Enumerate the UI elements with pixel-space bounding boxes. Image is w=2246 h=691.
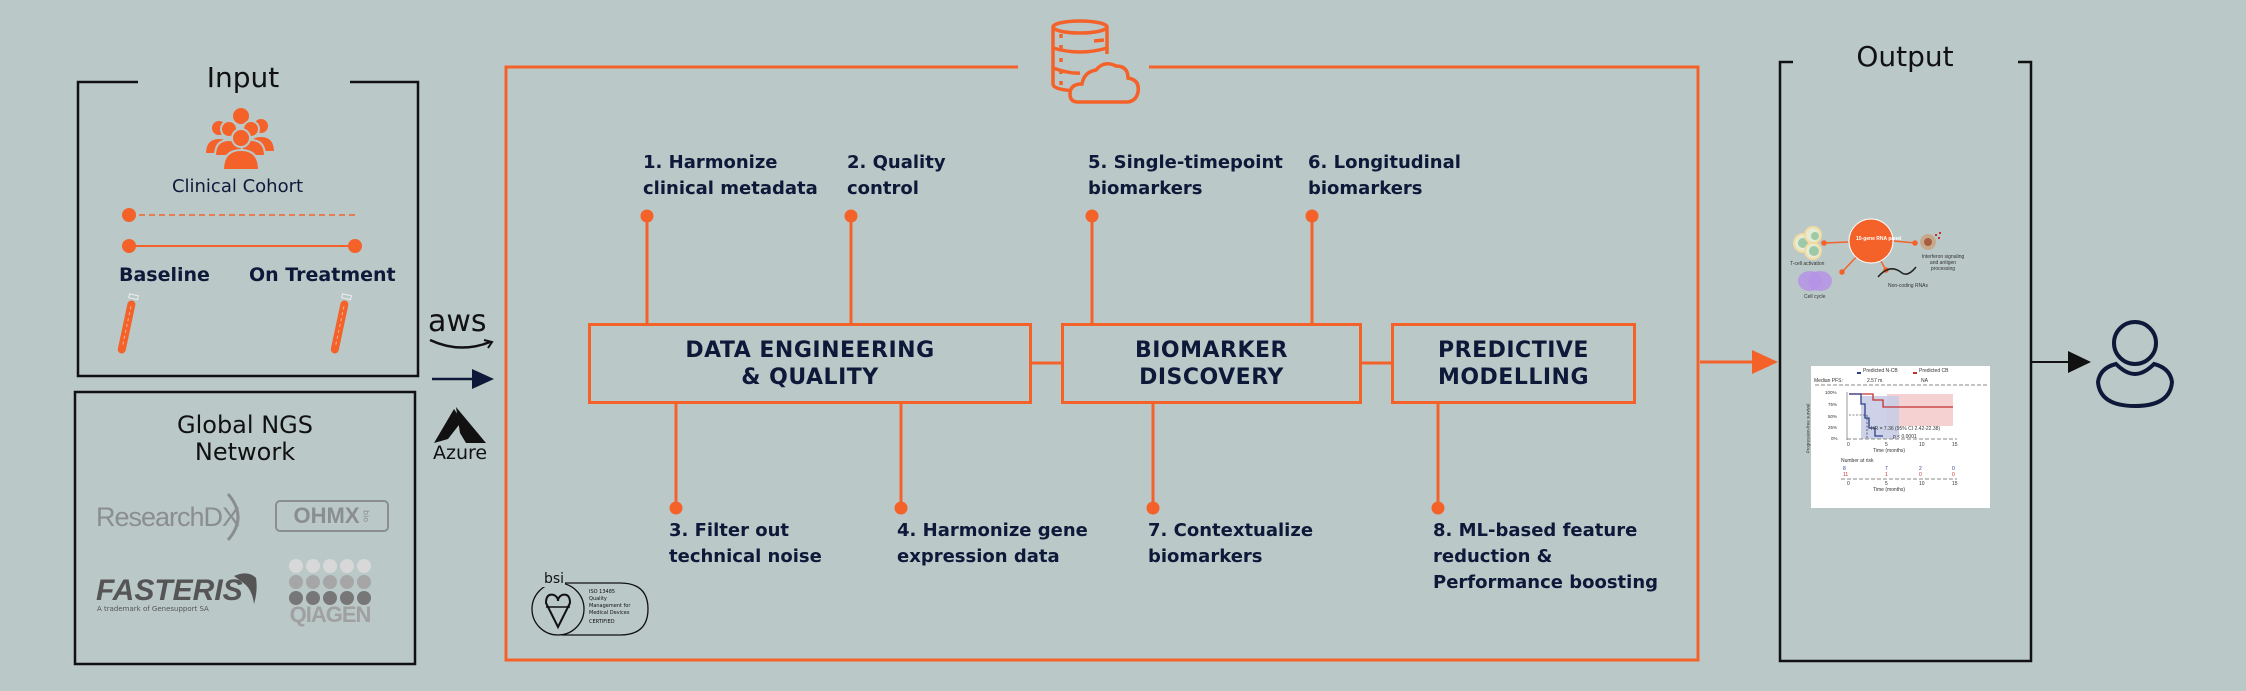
step-8-label: 8. ML-based feature reduction & Performa… xyxy=(1433,520,1659,593)
network-frame xyxy=(73,390,417,666)
swallow-icon xyxy=(234,573,257,604)
step-connectors-top xyxy=(640,209,1319,323)
qiagen-name: QIAGEN xyxy=(289,602,372,627)
arrow-head-icon xyxy=(472,369,494,389)
database-cloud-icon xyxy=(1051,19,1141,104)
test-tube-icon xyxy=(117,293,139,354)
logo-qiagen xyxy=(289,559,371,605)
step-connectors-bottom xyxy=(669,403,1445,515)
user-arrow-head-icon xyxy=(2068,351,2091,373)
y-tick: 100% xyxy=(1825,390,1837,395)
network-title-line1: Global NGS xyxy=(177,411,313,439)
iso-line: ISO 13485 xyxy=(589,589,616,595)
risk-title: Number at risk xyxy=(1841,458,1874,464)
azure-label: Azure xyxy=(433,442,488,464)
output-arrow-head-icon xyxy=(1752,350,1778,374)
panel-node-label: Interferon signaling and antigen process… xyxy=(1921,254,1965,272)
fasteris-tagline: A trademark of Genesupport SA xyxy=(97,605,209,613)
x-tick: 0 xyxy=(1847,442,1850,448)
azure-logo-icon xyxy=(434,407,486,443)
panel-node-label: Non-coding RNAs xyxy=(1888,283,1929,289)
hr-text: HR = 7.36 (95% CI 2.42-22.38) xyxy=(1871,426,1941,432)
p-value: p < 0.0001 xyxy=(1893,434,1917,440)
x-tick: 10 xyxy=(1919,481,1925,487)
panel-center-label: 10-gene RNA panel xyxy=(1856,236,1902,242)
stage-predictive-modelling: PREDICTIVE MODELLING xyxy=(1391,323,1636,404)
step-5-label: 5. Single-timepoint biomarkers xyxy=(1088,152,1283,199)
x-label: Time (months) xyxy=(1873,487,1906,493)
risk-cb: 0 xyxy=(1919,472,1922,478)
aws-logo: aws xyxy=(428,304,487,339)
legend-cb: Predicted CB xyxy=(1919,368,1949,374)
x-label: Time (months) xyxy=(1873,448,1906,454)
y-tick: 75% xyxy=(1828,402,1838,407)
legend-ncb: Predicted N-CB xyxy=(1863,368,1898,374)
risk-ncb: 7 xyxy=(1885,466,1888,472)
logo-fasteris: FASTERIS xyxy=(96,574,243,607)
timeline-dot xyxy=(348,239,362,253)
x-tick: 15 xyxy=(1952,442,1958,448)
x-tick: 10 xyxy=(1919,442,1925,448)
median-cb: NA xyxy=(1921,378,1928,384)
iso-line: Medical Devices xyxy=(589,610,630,616)
step-2-label: 2. Quality control xyxy=(847,152,946,199)
timepoint-on-treatment: On Treatment xyxy=(249,264,396,286)
panel-node-label: Cell cycle xyxy=(1804,294,1826,300)
output-title: Output xyxy=(1856,40,1954,73)
step-4-label: 4. Harmonize gene expression data xyxy=(897,520,1088,567)
ohmx-suffix: bio xyxy=(361,509,371,523)
step-6-label: 6. Longitudinal biomarkers xyxy=(1308,152,1461,199)
risk-cb: 1 xyxy=(1885,472,1888,478)
input-frame xyxy=(76,80,420,378)
km-plot: Predicted N-CB Predicted CB Median PFS: … xyxy=(1805,366,1990,508)
network-title: Global NGS Network xyxy=(76,412,414,466)
bsi-certification-badge: bsi ISO 13485 Quality Management for Med… xyxy=(528,571,652,637)
iso-line: Management for xyxy=(589,603,631,609)
y-tick: 50% xyxy=(1828,414,1838,419)
input-title: Input xyxy=(206,61,280,94)
median-label: Median PFS: xyxy=(1814,378,1843,384)
researchdx-arc-icon xyxy=(226,493,240,541)
x-tick: 15 xyxy=(1952,481,1958,487)
step-7-label: 7. Contextualize biomarkers xyxy=(1148,520,1314,567)
timeline-dot xyxy=(122,208,136,222)
x-tick: 5 xyxy=(1885,481,1888,487)
cohort-label: Clinical Cohort xyxy=(171,176,304,197)
aws-smile-icon xyxy=(429,338,494,349)
network-title-line2: Network xyxy=(194,438,296,466)
km-y-label: Progression-free survival xyxy=(1805,403,1811,454)
x-tick: 0 xyxy=(1847,481,1850,487)
step-3-label: 3. Filter out technical noise xyxy=(669,520,822,567)
rna-panel-graphic xyxy=(1793,218,1941,291)
panel-node-label: T-cell activation xyxy=(1790,261,1825,267)
km-plot-graphic xyxy=(1815,372,1987,480)
logo-researchdx: ResearchDX xyxy=(96,502,240,532)
bsi-brand: bsi xyxy=(543,571,566,587)
rna-panel-figure: 10-gene RNA panel T-cell activation Inte… xyxy=(1790,215,2020,315)
risk-ncb: 2 xyxy=(1919,466,1922,472)
stage-data-engineering: DATA ENGINEERING & QUALITY xyxy=(588,323,1032,404)
y-tick: 25% xyxy=(1828,425,1838,430)
x-tick: 5 xyxy=(1885,442,1888,448)
risk-ncb: 8 xyxy=(1843,466,1846,472)
risk-cb: 0 xyxy=(1952,472,1955,478)
iso-text: ISO 13485 Quality Management for Medical… xyxy=(589,589,630,626)
test-tube-icon xyxy=(330,293,352,354)
median-ncb: 2.57 m. xyxy=(1867,378,1884,384)
people-group-icon xyxy=(205,106,277,171)
iso-line: CERTIFIED xyxy=(589,619,615,625)
stage-biomarker-discovery: BIOMARKER DISCOVERY xyxy=(1061,323,1362,404)
timeline-dot xyxy=(122,239,136,253)
logo-ohmx: OHMX bio xyxy=(275,500,389,532)
y-tick: 0% xyxy=(1831,436,1838,441)
step-1-label: 1. Harmonize clinical metadata xyxy=(643,152,818,199)
risk-ncb: 0 xyxy=(1952,466,1955,472)
pipeline-frame xyxy=(504,65,1700,662)
timepoint-baseline: Baseline xyxy=(119,264,210,286)
output-frame xyxy=(1778,60,2033,663)
iso-line: Quality xyxy=(589,596,607,602)
user-icon xyxy=(2095,320,2175,409)
risk-cb: 11 xyxy=(1843,472,1849,478)
ohmx-name: OHMX xyxy=(293,503,360,528)
